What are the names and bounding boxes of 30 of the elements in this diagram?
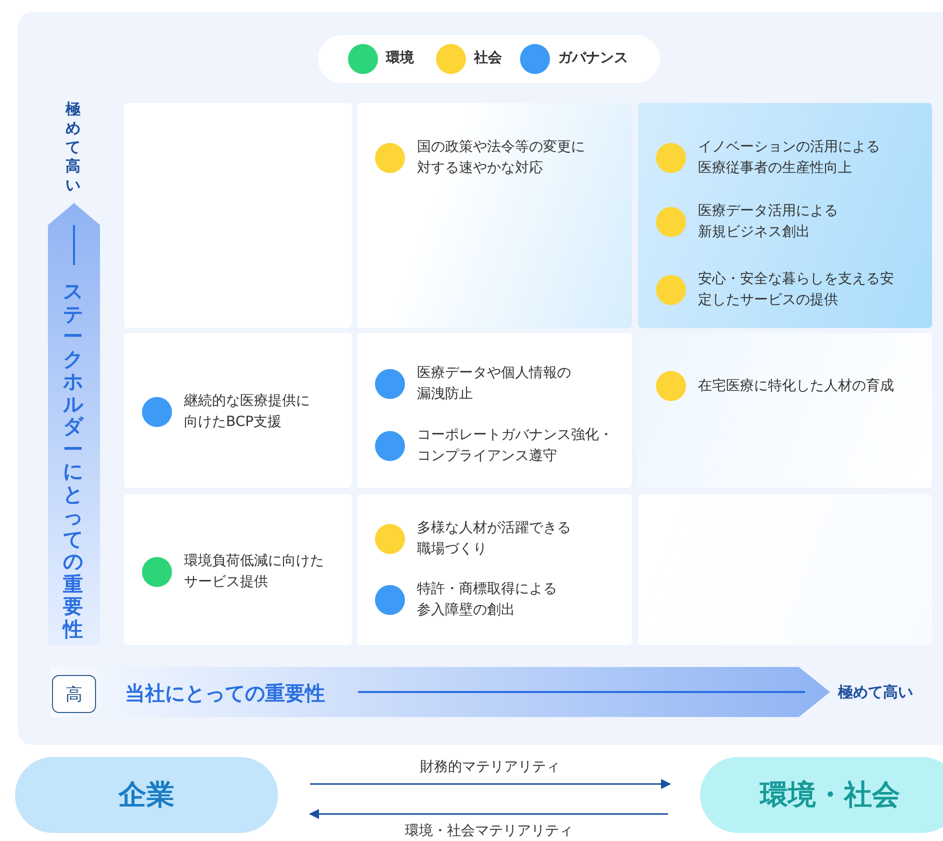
matrix-cell [638, 333, 932, 488]
matrix-cell [124, 494, 352, 645]
materiality-item-text: 特許・商標取得による参入障壁の創出 [417, 580, 558, 620]
matrix-cell [124, 333, 352, 488]
materiality-item-text: 在宅医療に特化した人材の育成 [698, 376, 895, 396]
scale-label-box: 高 [52, 675, 96, 713]
materiality-item-text: 多様な人材が活躍できる職場づくり [417, 519, 572, 559]
matrix-cell [357, 103, 632, 328]
materiality-item-text: 環境負荷低減に向けたサービス提供 [184, 552, 325, 592]
axis-label: 極めて高い [65, 100, 81, 195]
materiality-item-text: コーポレートガバナンス強化・コンプライアンス遵守 [417, 426, 614, 466]
legend-label: ガバナンス [558, 49, 628, 67]
materiality-item-text: イノベーションの活用による医療従事者の生産性向上 [698, 138, 881, 178]
axis-title: 当社にとっての重要性 [125, 680, 325, 707]
matrix-cell [357, 494, 632, 645]
legend-label: 社会 [474, 49, 502, 67]
matrix-cell [357, 333, 632, 488]
legend-label: 環境 [386, 49, 414, 67]
entity-pill: 企業 [15, 757, 278, 833]
axis-label: 極めて高い [838, 683, 913, 702]
entity-pill: 環境・社会 [700, 757, 943, 833]
materiality-item-text: 医療データ活用による新規ビジネス創出 [698, 202, 839, 242]
axis-title: ステークホルダーにとっての重要性 [62, 280, 84, 640]
materiality-item-text: 国の政策や法令等の変更に対する速やかな対応 [417, 138, 586, 178]
materiality-item-text: 医療データや個人情報の漏洩防止 [417, 364, 572, 404]
matrix-cell [638, 103, 932, 328]
arrow [309, 809, 668, 819]
materiality-item-text: 安心・安全な暮らしを支える安定したサービスの提供 [698, 270, 895, 310]
arrow [310, 779, 671, 789]
materiality-item-text: 継続的な医療提供に向けたBCP支援 [184, 392, 311, 432]
